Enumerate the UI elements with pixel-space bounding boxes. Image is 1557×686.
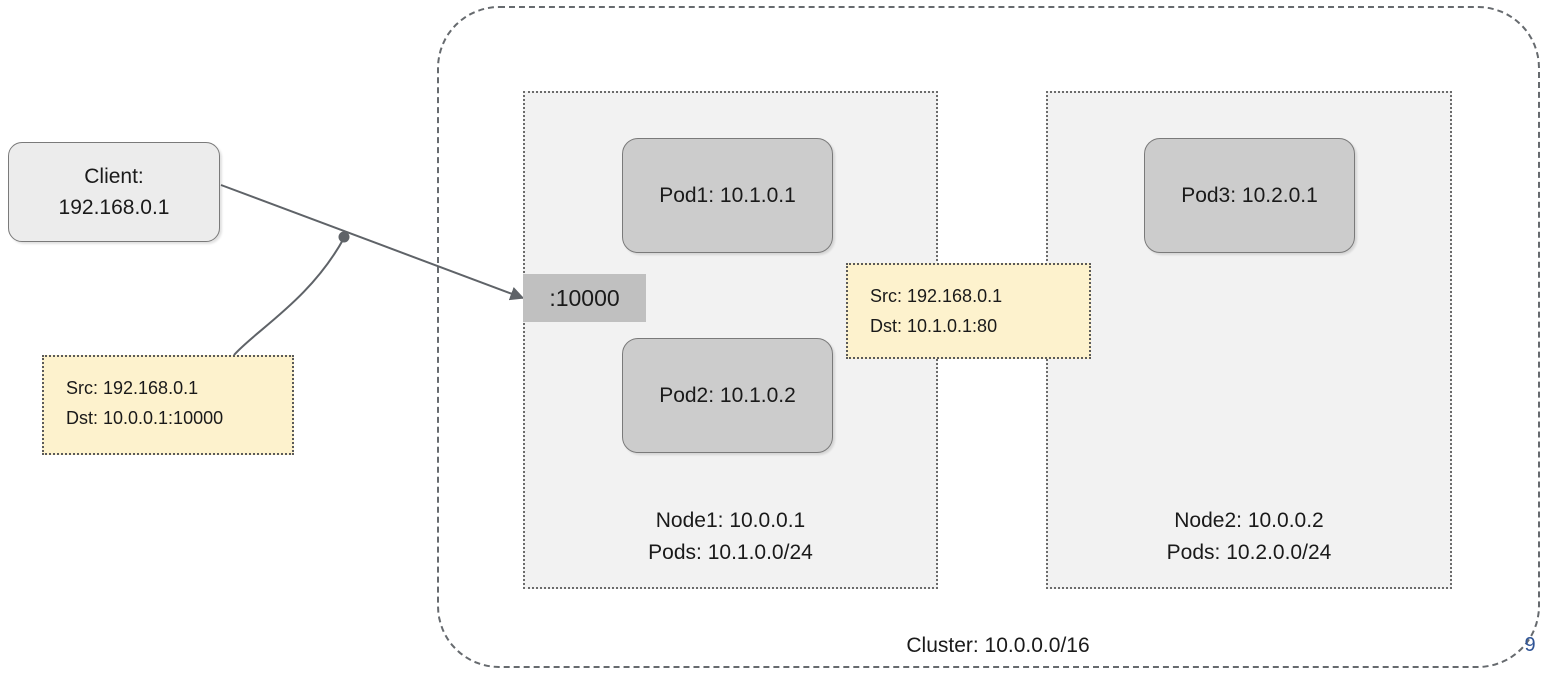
service-port-label: :10000 (549, 284, 620, 311)
packet-annotation-client-dst: Dst: 10.0.0.1:10000 (66, 408, 224, 428)
packet-annotation-pod1-src: Src: 192.168.0.1 (870, 286, 1003, 306)
pod1-label: Pod1: 10.1.0.1 (659, 183, 796, 207)
packet-annotation-pod1-dst: Dst: 10.1.0.1:80 (870, 316, 998, 336)
node2-pods-cidr: Pods: 10.2.0.0/24 (1166, 541, 1332, 564)
node1-caption: Node1: 10.0.0.1 Pods: 10.1.0.0/24 (525, 505, 936, 569)
client-box[interactable]: Client: 192.168.0.1 (8, 142, 220, 242)
client-title: Client: (84, 165, 144, 188)
page-number: 9 (1524, 634, 1536, 656)
pod3-label: Pod3: 10.2.0.1 (1181, 183, 1318, 207)
node2-caption: Node2: 10.0.0.2 Pods: 10.2.0.0/24 (1048, 505, 1450, 569)
pod2-label: Pod2: 10.1.0.2 (659, 383, 796, 407)
edge-annotation-client-leader (233, 237, 345, 356)
edge-junction-dot-client (338, 231, 350, 243)
packet-annotation-pod1: Src: 192.168.0.1 Dst: 10.1.0.1:80 (846, 263, 1091, 359)
client-address: 192.168.0.1 (58, 196, 170, 219)
cluster-label: Cluster: 10.0.0.0/16 (906, 634, 1090, 657)
node2-name: Node2: 10.0.0.2 (1174, 509, 1324, 532)
node1-pods-cidr: Pods: 10.1.0.0/24 (648, 541, 813, 564)
packet-annotation-client-src: Src: 192.168.0.1 (66, 378, 199, 398)
pod-box-pod3[interactable]: Pod3: 10.2.0.1 (1144, 138, 1355, 253)
node1-name: Node1: 10.0.0.1 (655, 509, 806, 532)
pod-box-pod2[interactable]: Pod2: 10.1.0.2 (622, 338, 833, 453)
packet-annotation-client: Src: 192.168.0.1 Dst: 10.0.0.1:10000 (42, 355, 294, 455)
service-port-chip[interactable]: :10000 (523, 274, 646, 322)
cluster-boundary (437, 6, 1540, 668)
pod-box-pod1[interactable]: Pod1: 10.1.0.1 (622, 138, 833, 253)
